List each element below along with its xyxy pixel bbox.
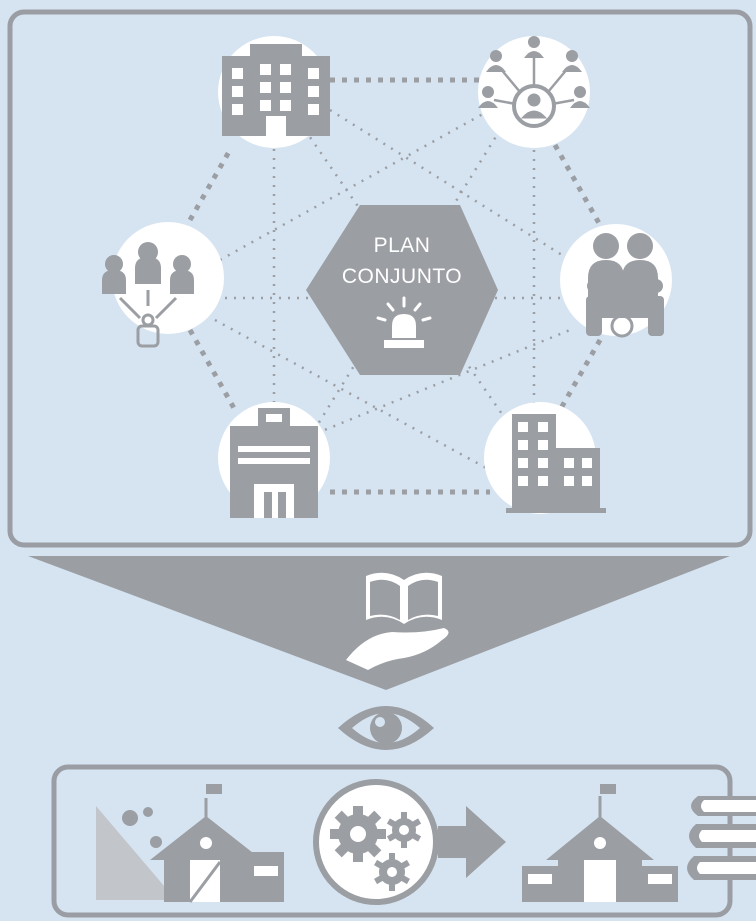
center-title-line1: PLAN bbox=[374, 234, 431, 257]
top-panel bbox=[7, 9, 753, 548]
arrow-right-icon bbox=[438, 806, 506, 878]
book-in-hand-icon bbox=[346, 572, 449, 670]
eye-icon bbox=[338, 706, 434, 750]
damaged-school-icon bbox=[96, 784, 284, 903]
funnel-triangle bbox=[28, 556, 730, 690]
school-building-icon bbox=[230, 408, 318, 518]
node-circle bbox=[478, 36, 590, 148]
tall-building-icon bbox=[506, 414, 606, 513]
central-plan-hexagon bbox=[306, 205, 498, 375]
family-icon bbox=[586, 233, 664, 338]
alarm-light-icon bbox=[376, 296, 432, 348]
books-stack-icon bbox=[687, 796, 756, 880]
node-circle bbox=[112, 222, 224, 334]
people-hierarchy-icon bbox=[102, 242, 194, 348]
people-network-icon bbox=[478, 36, 590, 128]
office-building-icon bbox=[222, 44, 330, 136]
restored-school-icon bbox=[522, 784, 678, 902]
network-connections bbox=[187, 77, 603, 495]
gears-icon bbox=[313, 779, 439, 905]
center-title-line2: CONJUNTO bbox=[342, 265, 462, 288]
